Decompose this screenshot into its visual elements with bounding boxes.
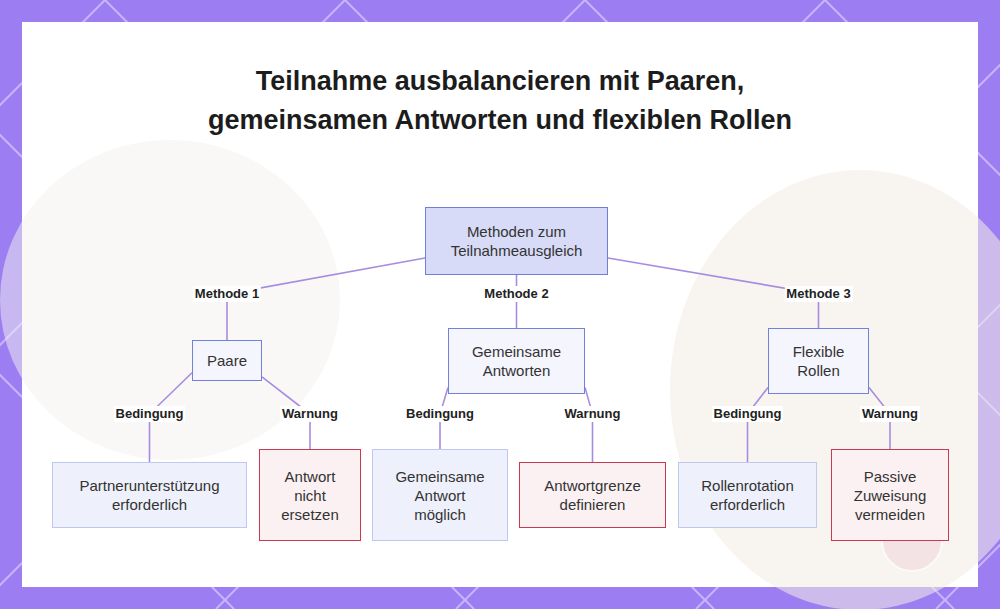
edge-label: Bedingung	[404, 406, 476, 422]
edge-label: Methode 2	[482, 286, 550, 302]
node-text: Partnerunterstützung erforderlich	[67, 476, 232, 514]
edge-label: Bedingung	[114, 406, 186, 422]
connector-line	[748, 387, 769, 462]
edge-label: Warnung	[860, 406, 920, 422]
node-text: Methoden zum Teilnahmeausgleich	[440, 222, 593, 260]
edge-label: Methode 1	[193, 286, 261, 302]
node-text: Paare	[207, 351, 247, 370]
node-text: Passive Zuweisung vermeiden	[846, 467, 934, 524]
node-text: Gemeinsame Antworten	[463, 342, 570, 380]
faded-photo	[670, 170, 1000, 609]
diagram-title: Teilnahme ausbalancieren mit Paaren, gem…	[200, 62, 800, 140]
edge-label: Methode 3	[784, 286, 852, 302]
edge-label: Bedingung	[712, 406, 784, 422]
faded-photo	[0, 140, 340, 460]
edge-label: Warnung	[563, 406, 623, 422]
method-box: Flexible Rollen	[768, 328, 869, 394]
condition-box: Rollenrotation erforderlich	[678, 462, 817, 528]
node-text: Gemeinsame Antwort möglich	[387, 467, 493, 524]
node-text: Antwortgrenze definieren	[534, 476, 651, 514]
method-box: Paare	[192, 340, 262, 381]
node-text: Rollenrotation erforderlich	[693, 476, 802, 514]
warning-box: Passive Zuweisung vermeiden	[831, 449, 949, 541]
condition-box: Partnerunterstützung erforderlich	[52, 462, 247, 528]
condition-box: Gemeinsame Antwort möglich	[372, 449, 508, 541]
warning-box: Antwortgrenze definieren	[519, 462, 666, 528]
root-box: Methoden zum Teilnahmeausgleich	[425, 207, 608, 275]
node-text: Antwort nicht ersetzen	[274, 467, 346, 524]
node-text: Flexible Rollen	[783, 342, 854, 380]
method-box: Gemeinsame Antworten	[448, 328, 585, 394]
connector-line	[585, 387, 593, 462]
warning-box: Antwort nicht ersetzen	[259, 449, 361, 541]
edge-label: Warnung	[280, 406, 340, 422]
